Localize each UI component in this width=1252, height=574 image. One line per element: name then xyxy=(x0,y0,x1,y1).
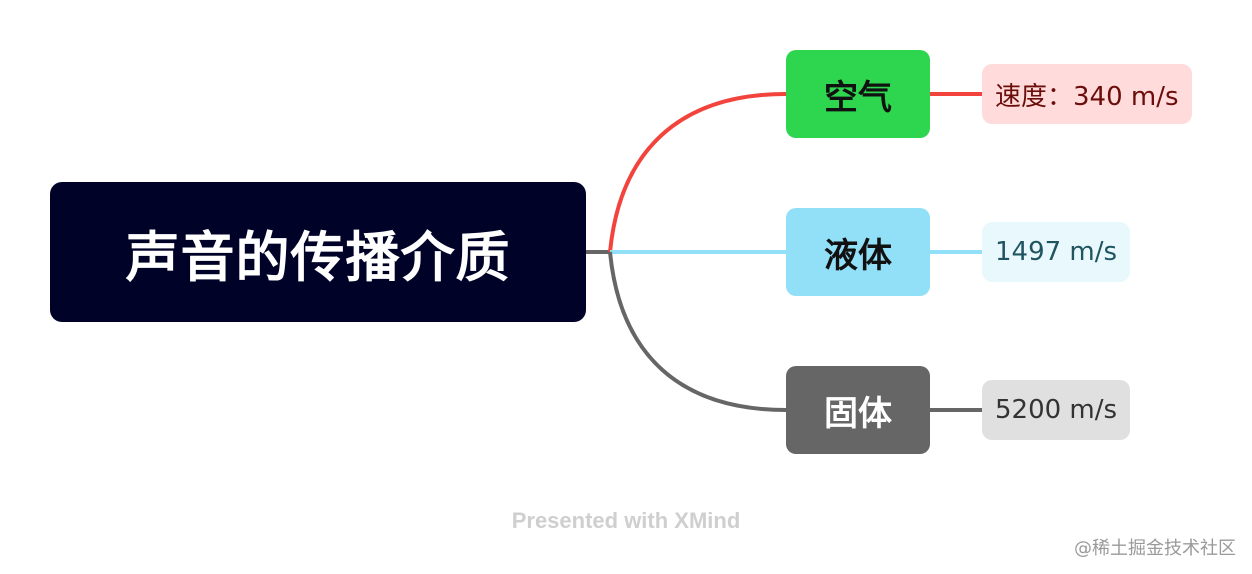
branch-topic-label: 空气 xyxy=(824,77,892,118)
branch-topic-air[interactable]: 空气 xyxy=(786,50,930,138)
leaf-topic-label: 5200 m/s xyxy=(995,395,1118,425)
root-topic-label: 声音的传播介质 xyxy=(125,225,511,289)
branch-topic-solid[interactable]: 固体 xyxy=(786,366,930,454)
branch-topic-liquid[interactable]: 液体 xyxy=(786,208,930,296)
leaf-topic-solid-speed[interactable]: 5200 m/s xyxy=(982,380,1131,440)
branch-topic-label: 固体 xyxy=(824,393,892,434)
branch-topic-label: 液体 xyxy=(824,235,892,276)
branch-line-air xyxy=(608,92,787,253)
branch-line-solid xyxy=(608,251,787,412)
xmind-watermark: Presented with XMind xyxy=(511,508,741,533)
leaf-topic-label: 速度：340 m/s xyxy=(995,81,1179,112)
leaf-topic-label: 1497 m/s xyxy=(995,237,1118,267)
leaf-topic-air-speed[interactable]: 速度：340 m/s xyxy=(982,64,1192,124)
source-credit: @稀土掘金技术社区 xyxy=(1074,538,1236,559)
leaf-topic-liquid-speed[interactable]: 1497 m/s xyxy=(982,222,1131,282)
root-topic[interactable]: 声音的传播介质 xyxy=(50,182,586,322)
